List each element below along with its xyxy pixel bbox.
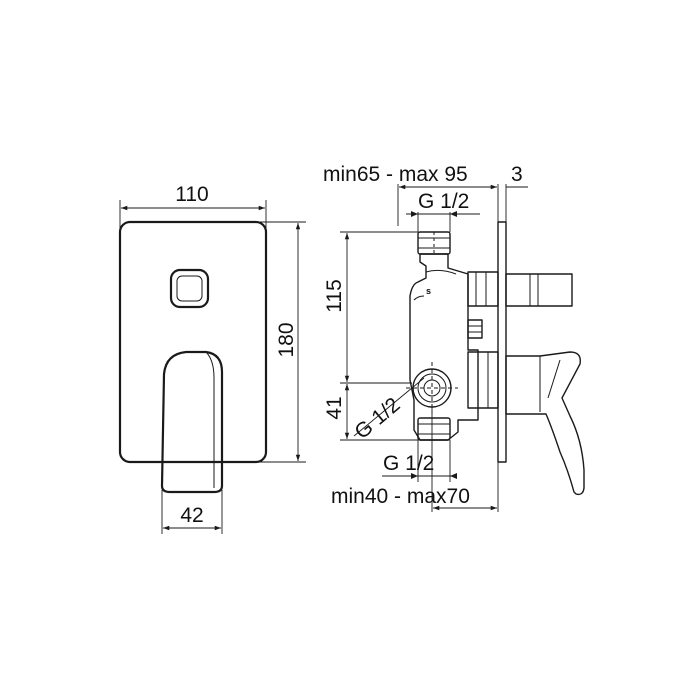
side-outlet-outer [412, 368, 452, 408]
lever-handle-edge [205, 351, 215, 488]
side-view: s m [323, 163, 585, 512]
dim-handle-label: 42 [180, 504, 203, 527]
body-mark: s [426, 286, 431, 296]
diverter-button [169, 268, 210, 309]
dim-body-height-label: 115 [323, 279, 346, 312]
dim-bottom-conn-label: G 1/2 [383, 452, 434, 475]
dim-plate-label: 3 [511, 163, 523, 186]
cartridge-housing [467, 351, 499, 409]
wall-plate [497, 221, 507, 463]
cover-plate [118, 220, 268, 464]
dim-min-depth-label: min40 - max70 [331, 485, 470, 508]
lever-side-profile [505, 351, 585, 496]
valve-body [409, 253, 479, 441]
front-view: 110 180 42 [118, 183, 306, 534]
lever-handle [160, 350, 224, 494]
dim-side-conn-leader [353, 377, 425, 437]
dim-height-label: 180 [275, 322, 298, 357]
upper-spindle [467, 271, 499, 307]
dim-depth-label: min65 - max 95 [323, 163, 468, 186]
dim-outlet-offset-label: 41 [323, 396, 346, 419]
side-outlet-mid [417, 373, 447, 403]
bottom-outlet-fitting [417, 417, 451, 441]
dim-top-conn-label: G 1/2 [418, 190, 469, 213]
diverter-button-inner [176, 275, 203, 302]
diverter-knob [505, 273, 573, 307]
middle-block [467, 319, 483, 339]
dim-width-label: 110 [175, 183, 208, 206]
